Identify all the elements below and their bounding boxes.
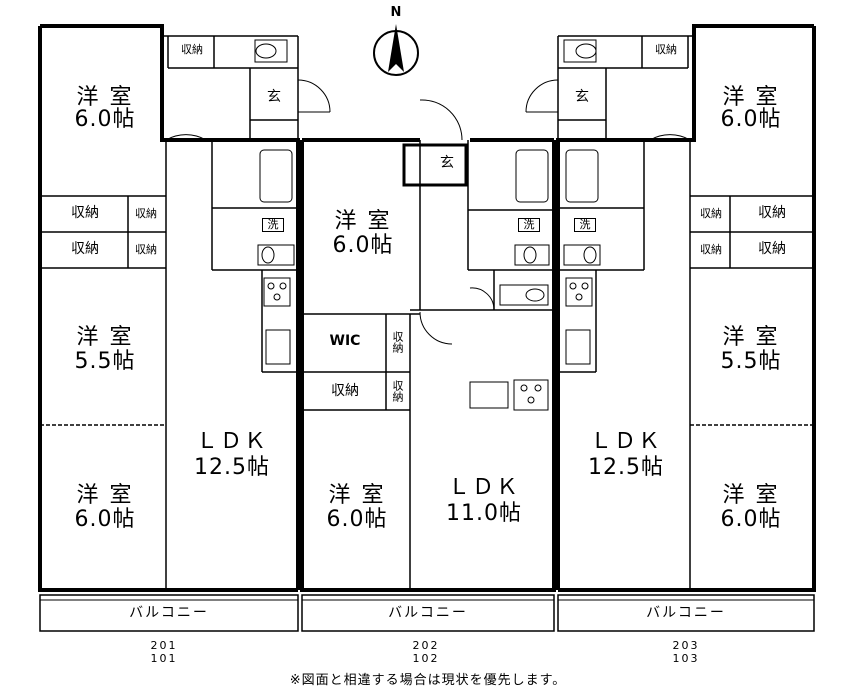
u2-room-a-size: 6.0帖 bbox=[332, 233, 394, 258]
u1-room-b-name: 洋 室 bbox=[76, 325, 134, 350]
stove-icon bbox=[565, 277, 593, 307]
stove-icon bbox=[513, 379, 549, 411]
balconies bbox=[39, 594, 815, 632]
u1-room-c-name: 洋 室 bbox=[76, 483, 134, 508]
kitchen-sink-icon bbox=[565, 329, 591, 365]
sink-icon bbox=[514, 244, 550, 266]
u3-room-c-name: 洋 室 bbox=[722, 483, 780, 508]
u2-ldk-size: 11.0帖 bbox=[446, 501, 522, 526]
u3-room-a-size: 6.0帖 bbox=[720, 107, 782, 132]
u3-wash: 洗 bbox=[574, 218, 596, 232]
disclaimer-note: ※図面と相違する場合は現状を優先します。 bbox=[289, 673, 567, 688]
u3-entrance: 玄 bbox=[575, 89, 589, 105]
u3-number-upper: 203 bbox=[672, 639, 700, 652]
u1-balcony: バルコニー bbox=[129, 605, 209, 621]
u2-ldk-name: ＬＤＫ bbox=[447, 475, 520, 500]
bathtub-icon bbox=[565, 149, 599, 203]
bathtub-icon bbox=[259, 149, 293, 203]
u3-storage-2: 収納 bbox=[758, 205, 786, 221]
u2-number-lower: 102 bbox=[412, 652, 440, 665]
u1-room-c-size: 6.0帖 bbox=[74, 507, 136, 532]
toilet-icon bbox=[254, 39, 288, 63]
u2-storage-1: 収納 bbox=[331, 383, 359, 399]
u2-room-b-size: 6.0帖 bbox=[326, 507, 388, 532]
stove-icon bbox=[263, 277, 291, 307]
u3-balcony: バルコニー bbox=[646, 605, 726, 621]
u3-storage-3: 収納 bbox=[700, 243, 722, 256]
u1-entrance: 玄 bbox=[267, 89, 281, 105]
u1-room-a-name: 洋 室 bbox=[76, 85, 134, 110]
sink-icon bbox=[257, 244, 295, 266]
u3-room-b-size: 5.5帖 bbox=[720, 349, 782, 374]
u2-room-a-name: 洋 室 bbox=[334, 209, 392, 234]
kitchen-sink-icon bbox=[265, 329, 291, 365]
u3-room-c-size: 6.0帖 bbox=[720, 507, 782, 532]
toilet-icon bbox=[563, 39, 597, 63]
u3-storage-5: 収納 bbox=[655, 43, 677, 56]
u1-ldk-size: 12.5帖 bbox=[194, 455, 270, 480]
compass-label: N bbox=[390, 5, 402, 20]
u1-room-a-size: 6.0帖 bbox=[74, 107, 136, 132]
u2-room-b-name: 洋 室 bbox=[328, 483, 386, 508]
u3-room-a-name: 洋 室 bbox=[722, 85, 780, 110]
u2-wic: WIC bbox=[329, 333, 361, 349]
u3-room-b-name: 洋 室 bbox=[722, 325, 780, 350]
u2-balcony: バルコニー bbox=[388, 605, 468, 621]
u1-storage-4: 収納 bbox=[135, 243, 157, 256]
sink-icon bbox=[563, 244, 601, 266]
unit-2-walls bbox=[300, 138, 556, 592]
u2-wash: 洗 bbox=[518, 218, 540, 232]
unit-3-walls bbox=[556, 24, 816, 592]
u1-ldk-name: ＬＤＫ bbox=[195, 429, 268, 454]
u1-storage-2: 収納 bbox=[135, 207, 157, 220]
u1-wash: 洗 bbox=[262, 218, 284, 232]
u1-number-lower: 101 bbox=[150, 652, 178, 665]
u3-number-lower: 103 bbox=[672, 652, 700, 665]
u3-ldk-name: ＬＤＫ bbox=[589, 429, 662, 454]
u1-storage-1: 収納 bbox=[71, 205, 99, 221]
bathtub-icon bbox=[515, 149, 549, 203]
u1-number-upper: 201 bbox=[150, 639, 178, 652]
u1-storage-3: 収納 bbox=[71, 241, 99, 257]
u3-storage-1: 収納 bbox=[700, 207, 722, 220]
u2-storage-2: 収納 bbox=[391, 331, 404, 353]
u2-storage-3: 収納 bbox=[391, 380, 404, 402]
unit-1-walls bbox=[38, 24, 300, 592]
u1-room-b-size: 5.5帖 bbox=[74, 349, 136, 374]
kitchen-sink-icon bbox=[469, 381, 509, 409]
u1-storage-5: 収納 bbox=[181, 43, 203, 56]
u2-entrance: 玄 bbox=[440, 155, 454, 171]
compass-icon bbox=[373, 24, 419, 76]
toilet-icon bbox=[499, 284, 549, 306]
u3-storage-4: 収納 bbox=[758, 241, 786, 257]
u2-number-upper: 202 bbox=[412, 639, 440, 652]
u3-ldk-size: 12.5帖 bbox=[588, 455, 664, 480]
